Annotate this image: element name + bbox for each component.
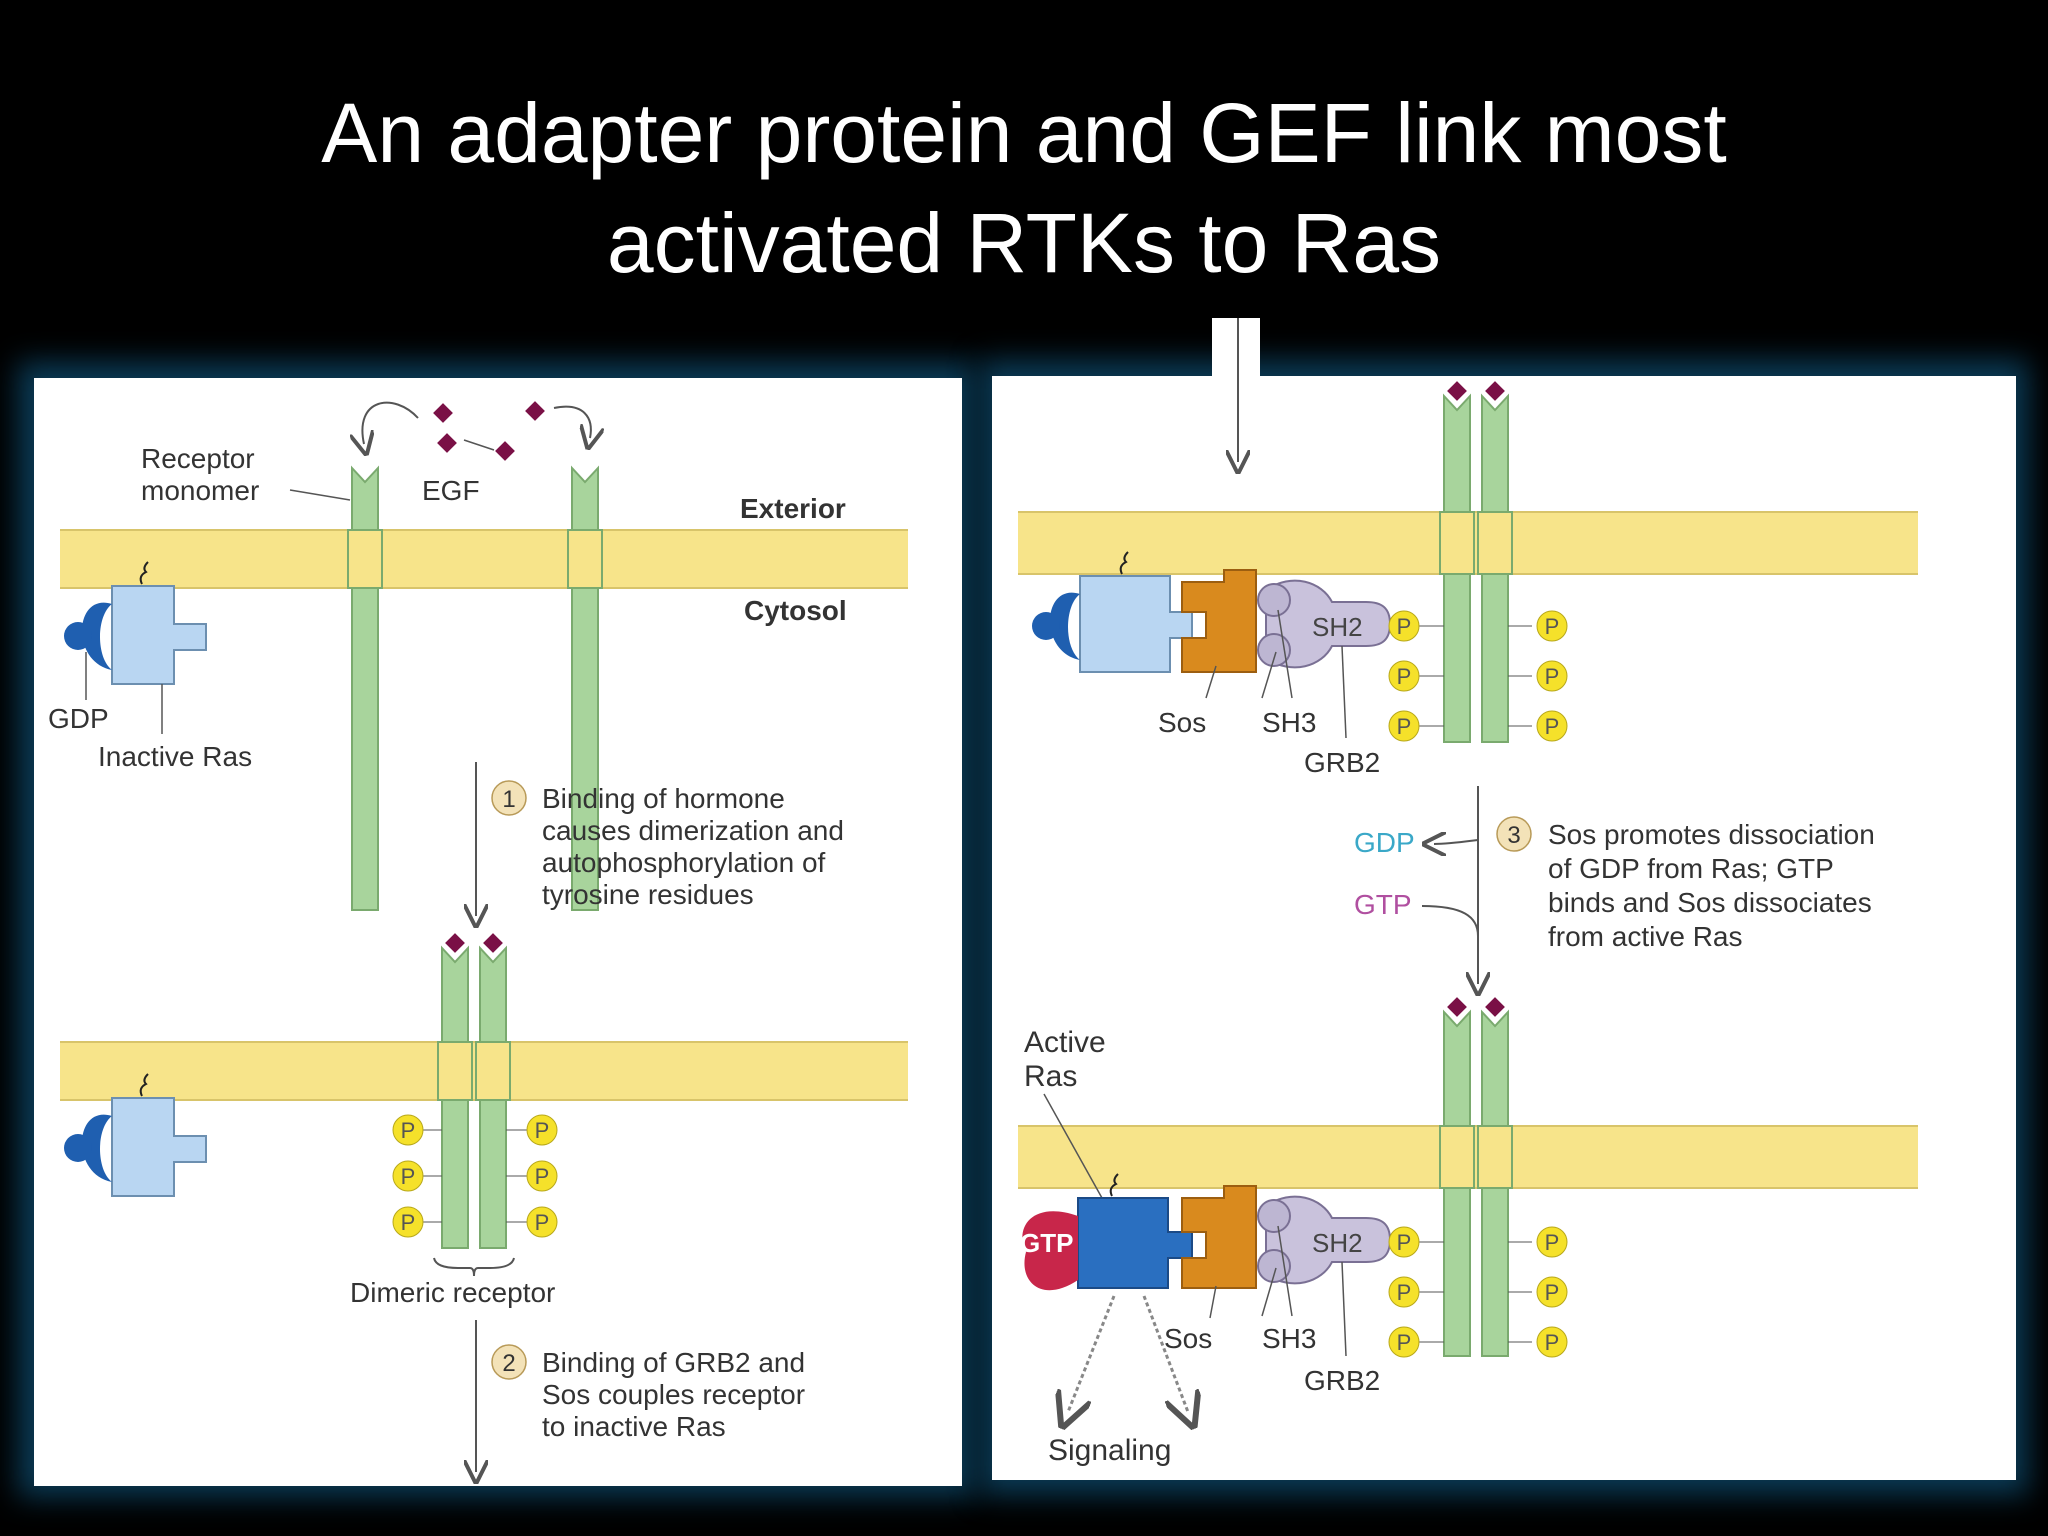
phospho-label: P — [1545, 614, 1560, 639]
title-line-1: An adapter protein and GEF link most — [321, 86, 1727, 180]
step3-line-1: Sos promotes dissociation — [1548, 819, 1875, 850]
dimeric-receptor-bottom — [1439, 1009, 1513, 1357]
right-diagram: SH2 Sos SH3 GRB2 P P P P P P GDP GTP 3 S… — [1018, 326, 1918, 1467]
dimeric-receptor — [437, 945, 511, 1249]
step3-line-4: from active Ras — [1548, 921, 1743, 952]
phospho-label: P — [1397, 614, 1412, 639]
phospho-label: P — [401, 1118, 416, 1143]
sh3-label: SH3 — [1262, 707, 1316, 738]
phospho-label: P — [535, 1118, 550, 1143]
phospho-label: P — [1397, 1330, 1412, 1355]
dimer-bracket — [433, 1257, 515, 1277]
grb2-label: GRB2 — [1304, 1365, 1380, 1396]
sos-label: Sos — [1164, 1323, 1212, 1354]
step2-line-3: to inactive Ras — [542, 1411, 726, 1442]
slide-title: An adapter protein and GEF link most act… — [0, 78, 2048, 298]
signaling-arrow-right — [1142, 1295, 1188, 1412]
active-ras — [1022, 1173, 1193, 1291]
left-panel: Receptor monomer EGF Exterior Cytosol GD… — [34, 378, 962, 1486]
step3-line-2: of GDP from Ras; GTP — [1548, 853, 1834, 884]
phospho-label: P — [401, 1164, 416, 1189]
plasma-membrane-top — [60, 530, 908, 588]
inactive-ras-complex — [1032, 551, 1193, 673]
active-ras-label-2: Ras — [1024, 1060, 1077, 1093]
signaling-arrow-left — [1068, 1295, 1116, 1412]
phospho-label: P — [1545, 1230, 1560, 1255]
step1-line-2: causes dimerization and — [542, 815, 844, 846]
cytosol-label: Cytosol — [744, 595, 847, 626]
step2-line-2: Sos couples receptor — [542, 1379, 805, 1410]
phospho-label: P — [1545, 664, 1560, 689]
signaling-label: Signaling — [1048, 1434, 1171, 1467]
receptor-monomer-right — [567, 465, 603, 911]
gtp-bound-label: GTP — [1354, 889, 1412, 920]
phosphate-groups-left: P P P — [392, 1114, 442, 1238]
receptor-monomer-label-2: monomer — [141, 475, 259, 506]
phospho-label: P — [1397, 714, 1412, 739]
step1-line-1: Binding of hormone — [542, 783, 785, 814]
phosphate-groups-top: P P P P P P — [1388, 610, 1568, 742]
step1-number: 1 — [502, 786, 515, 813]
dimeric-receptor-top — [1439, 393, 1513, 743]
phospho-label: P — [535, 1210, 550, 1235]
title-line-2: activated RTKs to Ras — [606, 196, 1442, 290]
step1-badge — [491, 780, 527, 816]
step3-line-3: binds and Sos dissociates — [1548, 887, 1872, 918]
panel-notch — [1212, 318, 1260, 380]
active-ras-label-1: Active — [1024, 1026, 1106, 1059]
gdp-released-label: GDP — [1354, 827, 1415, 858]
phospho-label: P — [1397, 664, 1412, 689]
step2-line-1: Binding of GRB2 and — [542, 1347, 805, 1378]
step1-line-3: autophosphorylation of — [542, 847, 826, 878]
exterior-label: Exterior — [740, 493, 846, 524]
right-panel: SH2 Sos SH3 GRB2 P P P P P P GDP GTP 3 S… — [992, 326, 2016, 1480]
egf-label: EGF — [422, 475, 480, 506]
egf-molecules — [433, 401, 545, 461]
gtp-cap-label: GTP — [1020, 1228, 1073, 1258]
phospho-label: P — [535, 1164, 550, 1189]
sos-protein-released — [1181, 1185, 1257, 1289]
inactive-ras-label: Inactive Ras — [98, 741, 252, 772]
phosphate-groups-bottom: P P P P P P — [1388, 1226, 1568, 1358]
phosphate-groups-right: P P P — [506, 1114, 558, 1238]
step3-badge — [1496, 816, 1532, 852]
phospho-label: P — [1545, 1330, 1560, 1355]
grb2-protein — [1257, 579, 1392, 669]
step2-number: 2 — [502, 1350, 515, 1377]
gdp-label: GDP — [48, 703, 109, 734]
connector-arrow — [1237, 318, 1239, 380]
step2-badge — [491, 1344, 527, 1380]
phospho-label: P — [401, 1210, 416, 1235]
grb2-label: GRB2 — [1304, 747, 1380, 778]
phospho-label: P — [1397, 1230, 1412, 1255]
inactive-ras-top — [64, 561, 207, 685]
receptor-monomer-left — [347, 465, 383, 911]
step3-number: 3 — [1507, 822, 1520, 849]
sh2-label: SH2 — [1312, 1228, 1363, 1258]
left-diagram: Receptor monomer EGF Exterior Cytosol GD… — [48, 401, 908, 1486]
sos-protein — [1181, 569, 1257, 673]
phospho-label: P — [1545, 714, 1560, 739]
phospho-label: P — [1545, 1280, 1560, 1305]
step1-line-4: tyrosine residues — [542, 879, 754, 910]
sh3-label: SH3 — [1262, 1323, 1316, 1354]
inactive-ras-bottom — [64, 1073, 207, 1197]
dimeric-receptor-label: Dimeric receptor — [350, 1277, 555, 1308]
receptor-monomer-label-1: Receptor — [141, 443, 255, 474]
sos-label: Sos — [1158, 707, 1206, 738]
sh2-label: SH2 — [1312, 612, 1363, 642]
phospho-label: P — [1397, 1280, 1412, 1305]
